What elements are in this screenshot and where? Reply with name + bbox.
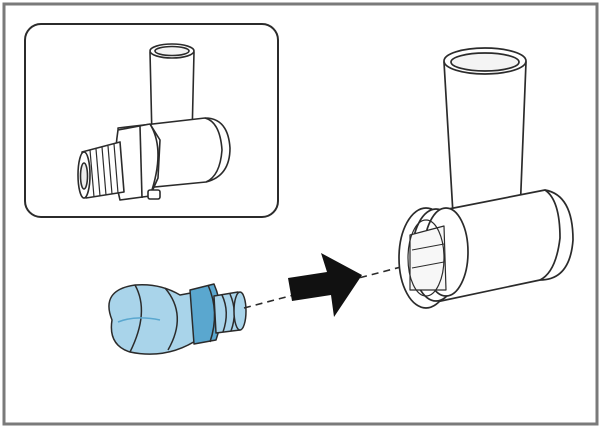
inset-panel xyxy=(25,24,278,217)
